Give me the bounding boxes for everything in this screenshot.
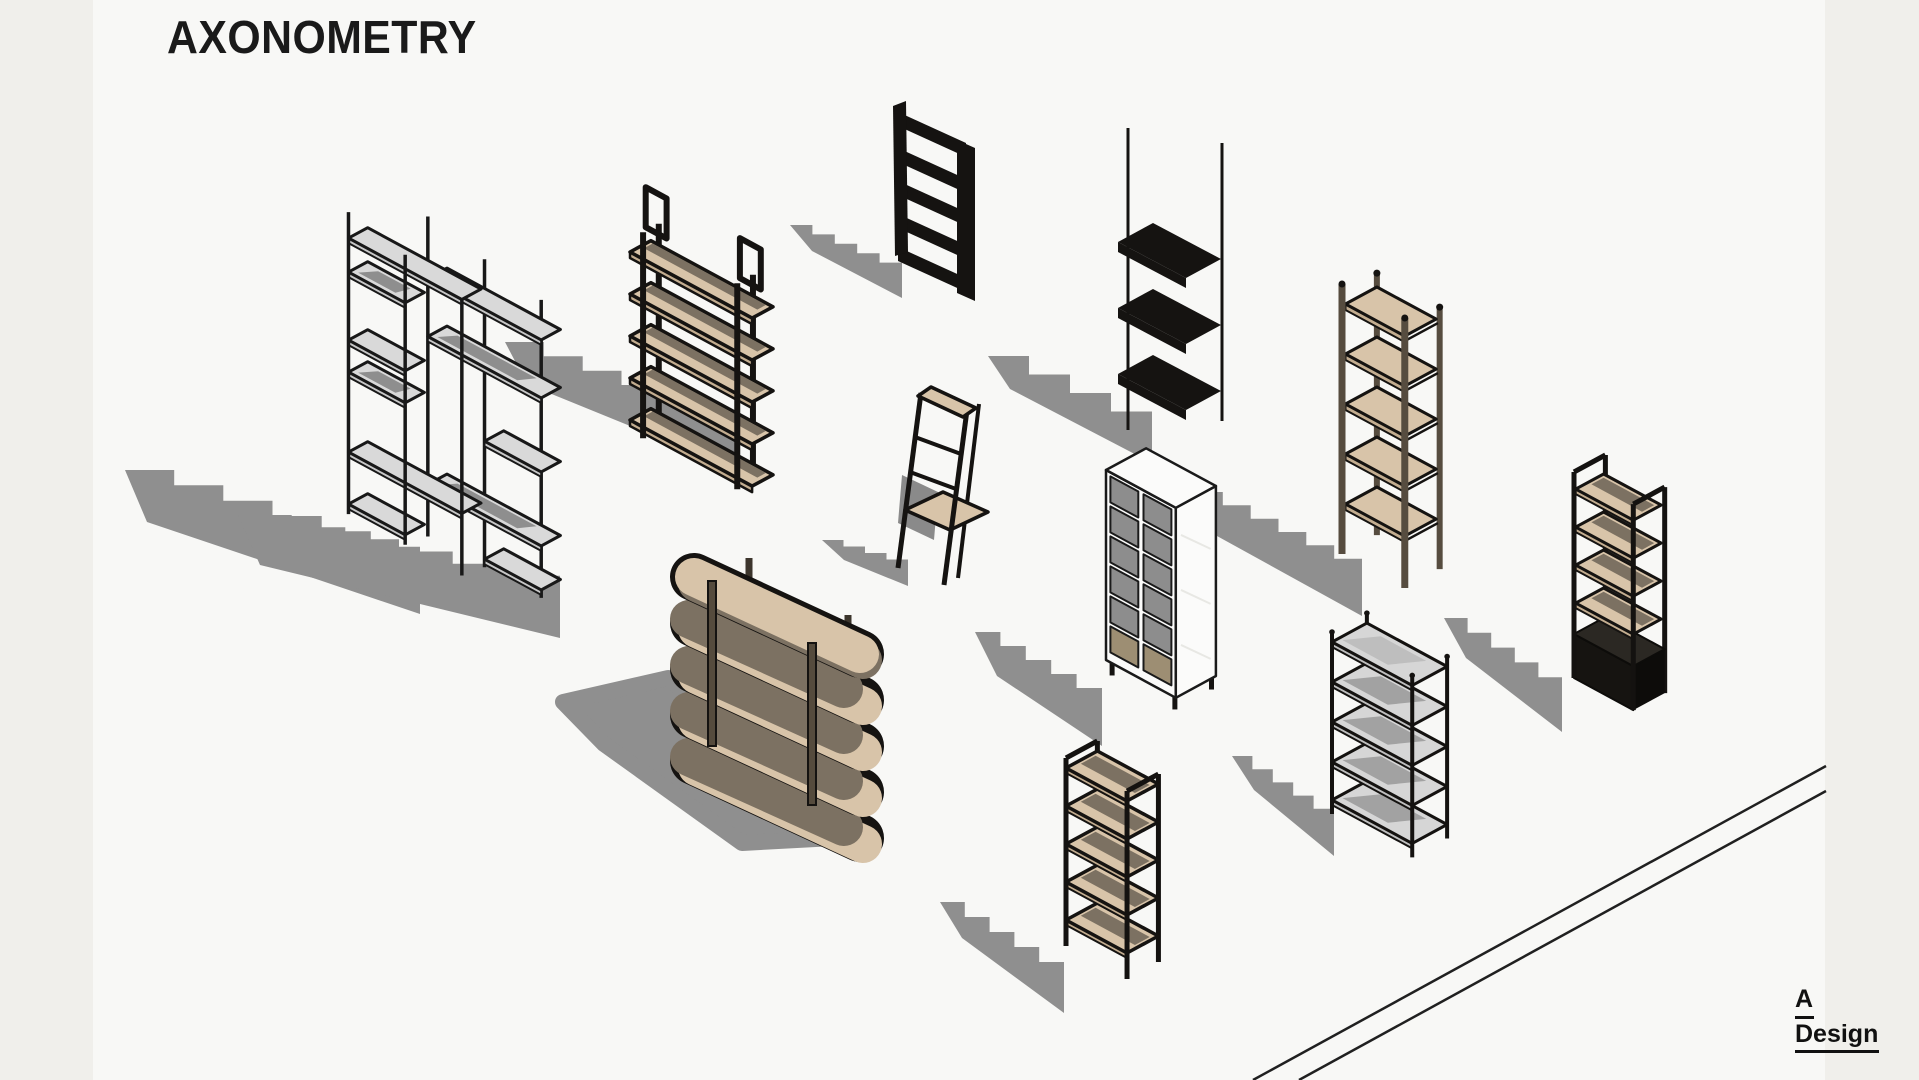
brand-logo[interactable]: A Design [1795, 984, 1880, 1053]
oval-wood-shelving-unit [670, 553, 884, 863]
wall-mounted-wood-shelf [628, 184, 775, 494]
brand-logo-line2: Design [1795, 1019, 1880, 1053]
tall-wood-ladder-shelf [1338, 269, 1444, 588]
page-title: AXONOMETRY [167, 11, 477, 63]
floor-edge-lines [1252, 764, 1827, 1080]
pole-mounted-black-shelves [1118, 128, 1224, 430]
gray-metal-rack [1329, 610, 1450, 858]
brand-logo-line1: A [1795, 984, 1815, 1019]
staggered-glass-shelving-unit [346, 212, 562, 598]
white-cabinet-bookcase [1104, 447, 1218, 710]
leaning-ladder-rack [895, 385, 990, 586]
wood-black-etagere [1063, 738, 1161, 980]
cast-shadows [125, 225, 1562, 1013]
black-wall-shelf [893, 101, 975, 301]
black-wood-shelf-with-base [1571, 452, 1668, 712]
